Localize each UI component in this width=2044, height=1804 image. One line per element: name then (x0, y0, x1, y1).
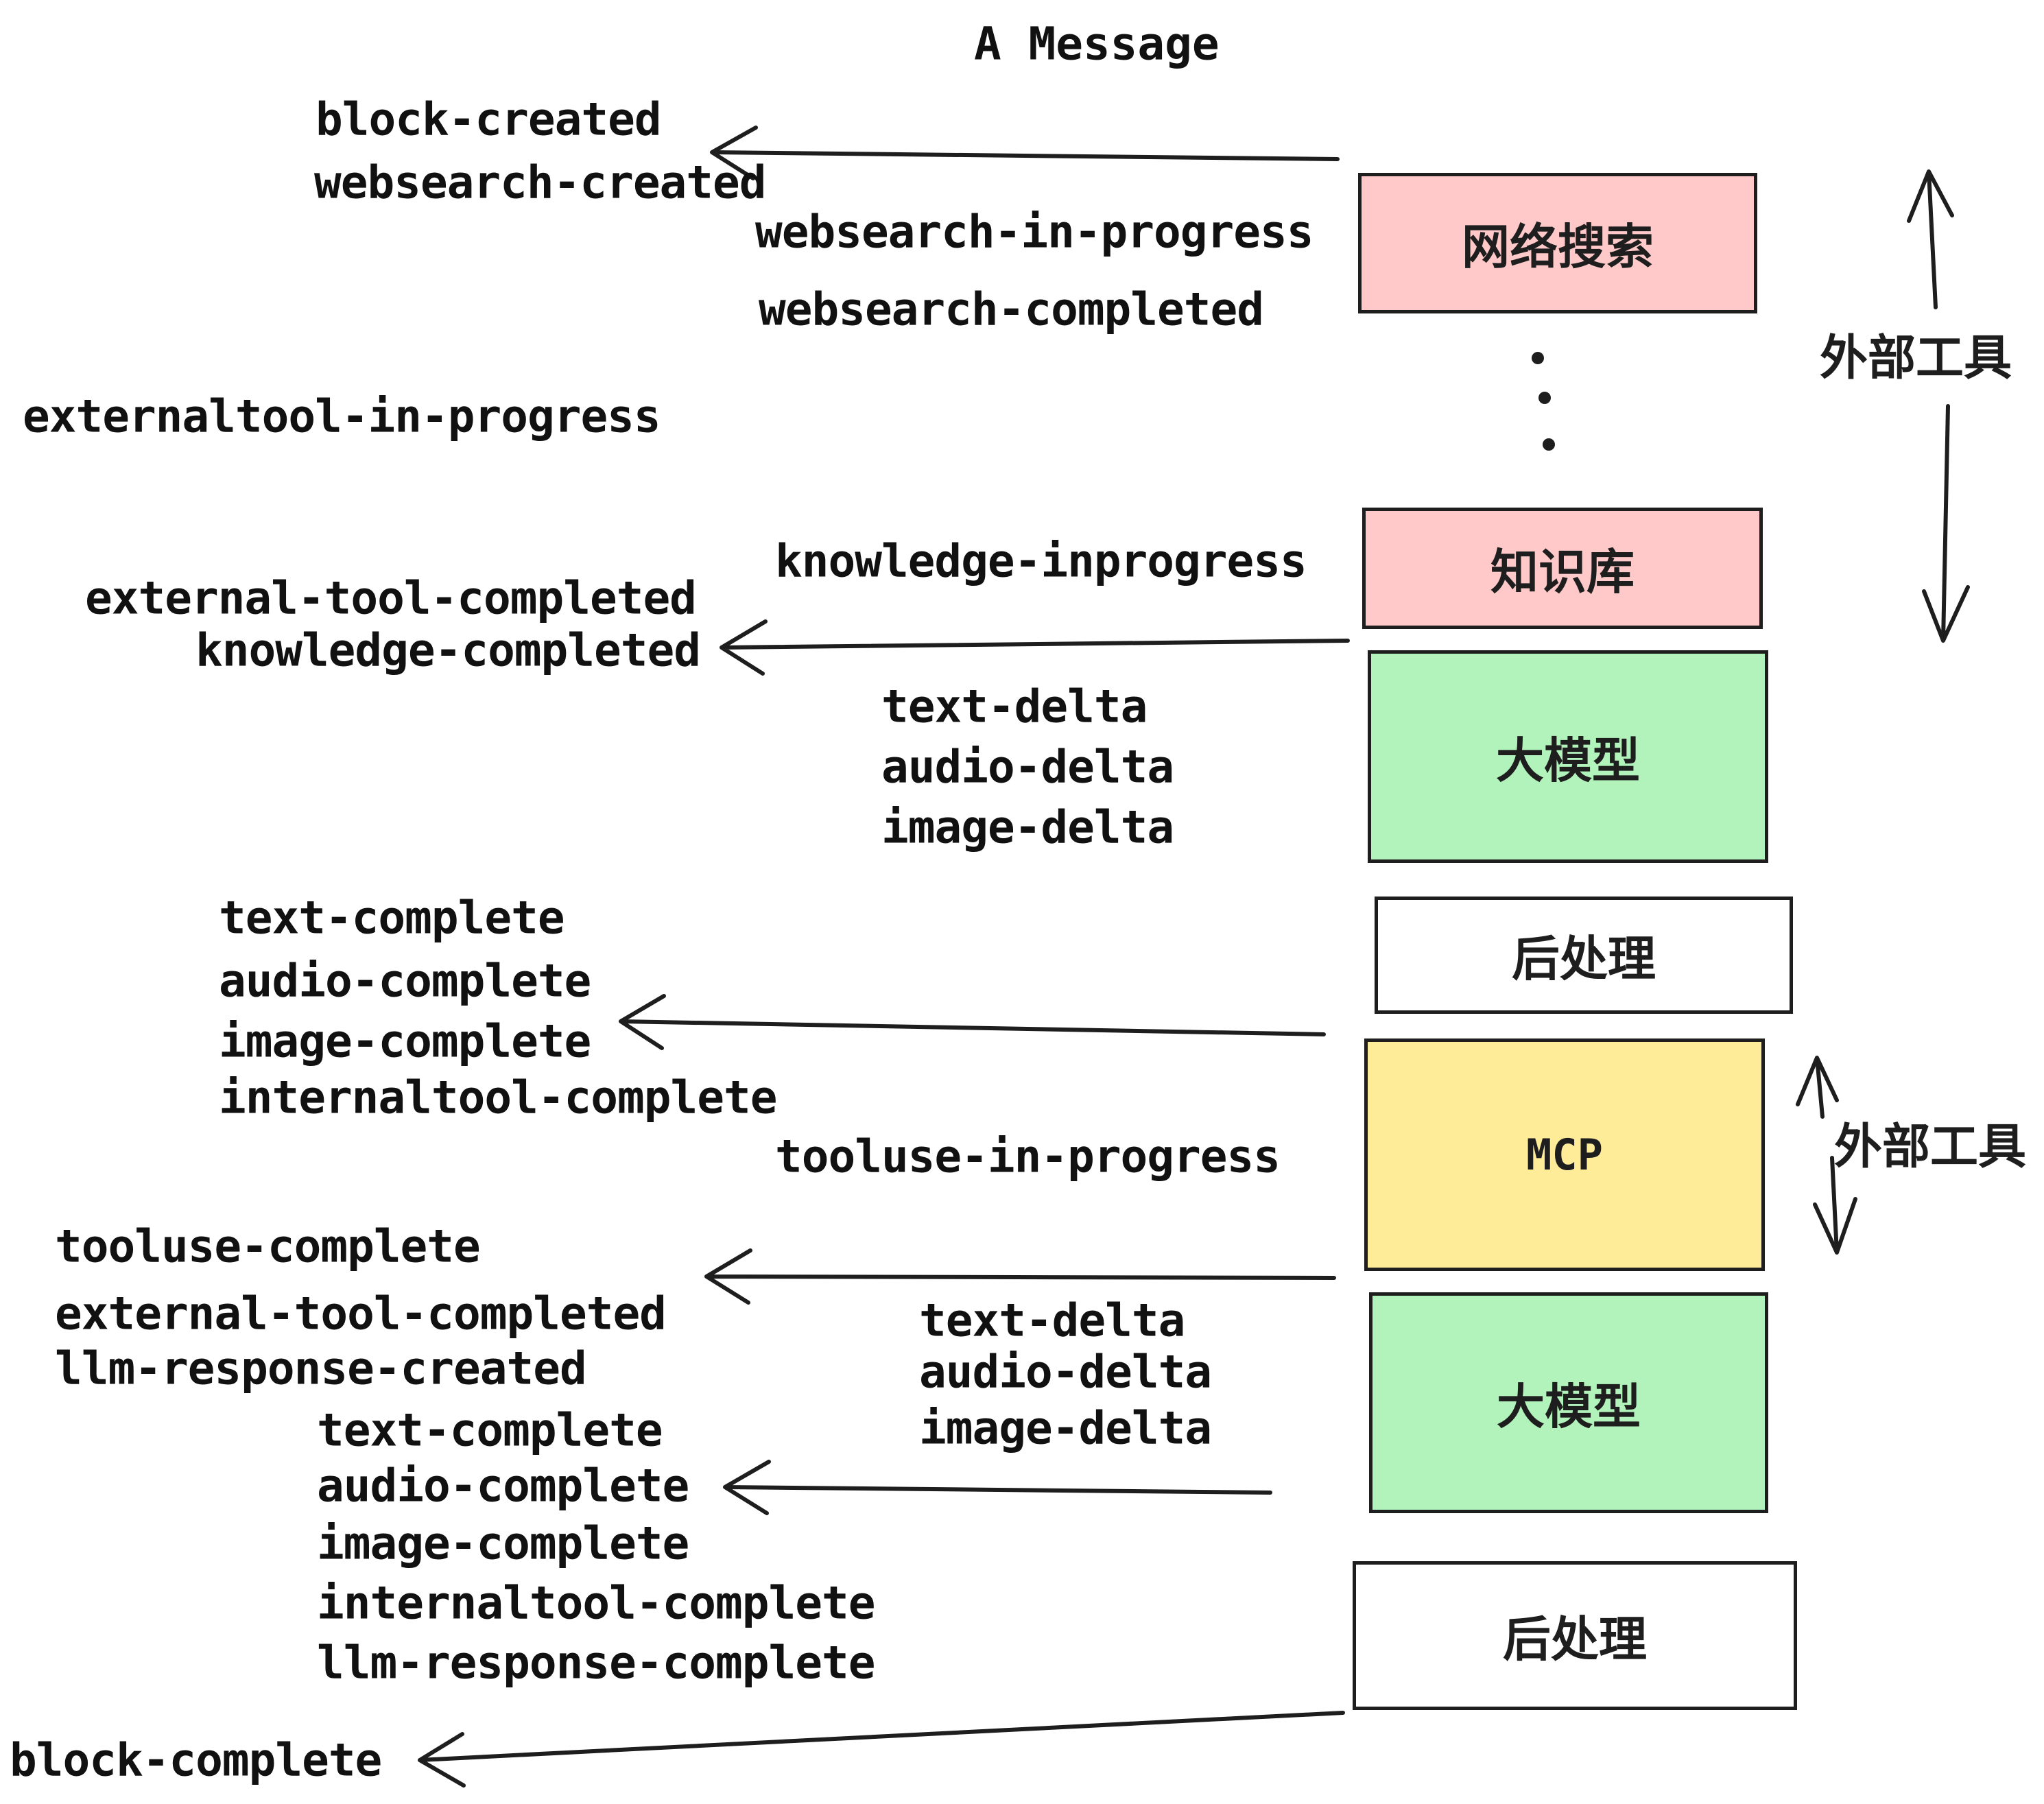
event-external-tool-completed: external-tool-completed (85, 571, 697, 625)
event-audio-delta-2: audio-delta (919, 1345, 1212, 1399)
event-tooluse-complete: tooluse-complete (55, 1220, 481, 1273)
event-text-delta-1: text-delta (881, 680, 1148, 733)
ellipsis-dots (1532, 352, 1555, 451)
event-block-complete: block-complete (10, 1733, 382, 1787)
box-knowledge-label: 知识库 (1490, 544, 1635, 600)
box-mcp-label: MCP (1526, 1130, 1603, 1180)
event-externaltool-in-progress: externaltool-in-progress (23, 390, 661, 443)
box-websearch-label: 网络搜索 (1462, 219, 1654, 275)
arrow-knowledge-to-completed-events (720, 619, 1350, 676)
event-internaltool-complete-1: internaltool-complete (219, 1071, 777, 1124)
event-image-delta-2: image-delta (919, 1401, 1212, 1455)
diagram-title: A Message (974, 17, 1220, 71)
event-text-complete-2: text-complete (317, 1403, 663, 1457)
event-external-tool-completed-2: external-tool-completed (55, 1287, 667, 1340)
event-websearch-in-progress: websearch-in-progress (755, 205, 1314, 259)
event-llm-response-complete: llm-response-complete (317, 1636, 875, 1689)
event-text-delta-2: text-delta (919, 1294, 1185, 1347)
arrow-websearch-to-created-events (710, 126, 1340, 180)
box-knowledge: 知识库 (1362, 508, 1763, 629)
box-mcp: MCP (1364, 1039, 1765, 1271)
box-llm-1: 大模型 (1368, 650, 1768, 863)
event-text-complete-1: text-complete (219, 891, 565, 945)
event-websearch-completed: websearch-completed (759, 283, 1264, 336)
box-postprocess-2: 后处理 (1353, 1561, 1797, 1710)
external-tools-label-top: 外部工具 (1820, 329, 2012, 386)
box-postprocess-2-label: 后处理 (1503, 1611, 1647, 1667)
event-audio-complete-2: audio-complete (317, 1459, 689, 1512)
event-audio-delta-1: audio-delta (881, 740, 1174, 794)
box-llm-1-label: 大模型 (1496, 732, 1640, 789)
box-postprocess-1: 后处理 (1375, 897, 1793, 1014)
event-knowledge-inprogress: knowledge-inprogress (775, 534, 1307, 588)
event-image-complete-2: image-complete (317, 1517, 689, 1570)
event-internaltool-complete-2: internaltool-complete (317, 1576, 875, 1630)
event-audio-complete-1: audio-complete (219, 954, 591, 1008)
event-tooluse-in-progress: tooluse-in-progress (775, 1130, 1281, 1183)
box-llm-2: 大模型 (1369, 1292, 1768, 1513)
event-knowledge-completed: knowledge-completed (195, 624, 701, 677)
event-block-created: block-created (316, 93, 662, 146)
box-postprocess-1-label: 后处理 (1512, 931, 1656, 987)
event-llm-response-created: llm-response-created (55, 1342, 587, 1395)
event-image-delta-1: image-delta (881, 800, 1174, 854)
box-websearch: 网络搜索 (1358, 173, 1757, 313)
external-tools-top-down-arrow (1922, 404, 1970, 643)
arrow-llm-to-complete-events (619, 994, 1326, 1050)
external-tools-label-bottom: 外部工具 (1834, 1118, 2026, 1175)
external-tools-bottom-up-arrow (1796, 1056, 1839, 1119)
box-llm-2-label: 大模型 (1497, 1378, 1641, 1435)
event-image-complete-1: image-complete (219, 1014, 591, 1068)
external-tools-top-up-arrow (1907, 169, 1954, 309)
event-websearch-created: websearch-created (314, 156, 767, 209)
arrow-llm2-to-complete-events (723, 1460, 1272, 1515)
arrow-postprocess-to-block-complete (418, 1711, 1345, 1788)
